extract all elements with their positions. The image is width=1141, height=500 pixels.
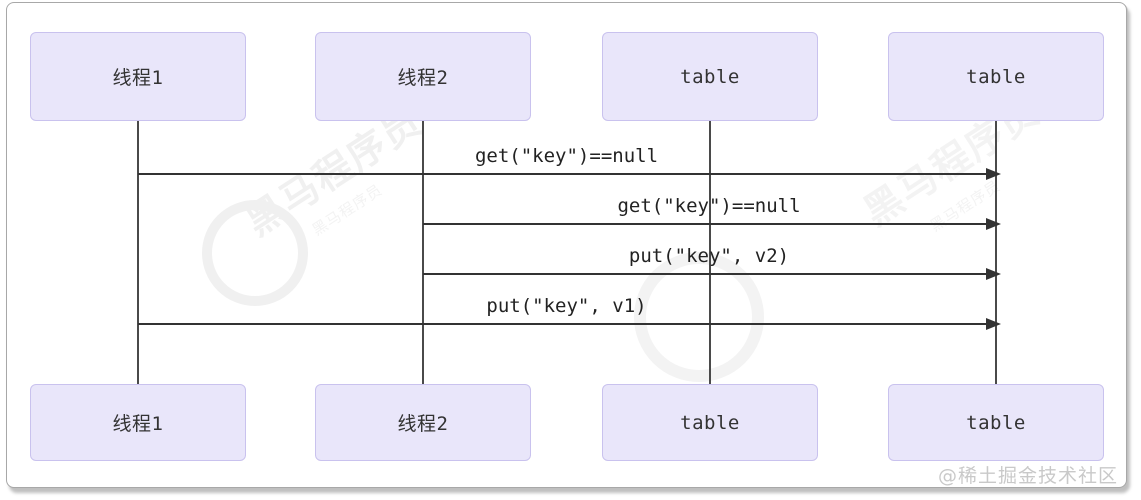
- actor-label: 线程2: [397, 67, 449, 89]
- lifeline-thread2: [422, 121, 424, 384]
- message-label-get-1: get("key")==null: [474, 145, 659, 167]
- actor-box-top-table1: table: [602, 32, 818, 121]
- actor-label: table: [680, 411, 740, 434]
- actor-label: table: [966, 65, 1026, 88]
- actor-label: 线程1: [112, 413, 164, 435]
- actor-box-bottom-thread2: 线程2: [315, 384, 531, 461]
- message-label-get-2: get("key")==null: [617, 195, 801, 217]
- actor-box-top-table2: table: [888, 32, 1104, 121]
- actor-box-top-thread2: 线程2: [315, 32, 531, 121]
- message-arrow-put-v1: [138, 318, 1001, 330]
- message-label-put-v1: put("key", v1): [486, 295, 647, 317]
- message-label-put-v2: put("key", v2): [628, 245, 790, 267]
- arrowhead-icon: [986, 168, 1001, 180]
- actor-box-bottom-table1: table: [602, 384, 818, 461]
- actor-label: 线程1: [112, 67, 164, 89]
- arrowhead-icon: [986, 218, 1001, 230]
- actor-label: table: [680, 65, 740, 88]
- actor-box-bottom-table2: table: [888, 384, 1104, 461]
- diagram-layer: 线程1 线程2 table table 线程1 线程2 table tabl: [7, 3, 1126, 487]
- lifeline-table2: [995, 121, 997, 384]
- diagram-frame: 黑马程序员 黑马程序员 黑马程序员 黑马程序员 线程1 线程2 table ta…: [6, 2, 1127, 488]
- arrowhead-icon: [986, 268, 1001, 280]
- lifeline-thread1: [137, 121, 139, 384]
- message-arrow-put-v2: [423, 268, 1001, 280]
- message-arrow-get-2: [423, 218, 1001, 230]
- actor-box-top-thread1: 线程1: [30, 32, 246, 121]
- arrowhead-icon: [986, 318, 1001, 330]
- actor-label: table: [966, 411, 1026, 434]
- actor-label: 线程2: [397, 413, 449, 435]
- actor-box-bottom-thread1: 线程1: [30, 384, 246, 461]
- message-arrow-get-1: [138, 168, 1001, 180]
- credit-watermark: @稀土掘金技术社区: [937, 465, 1118, 487]
